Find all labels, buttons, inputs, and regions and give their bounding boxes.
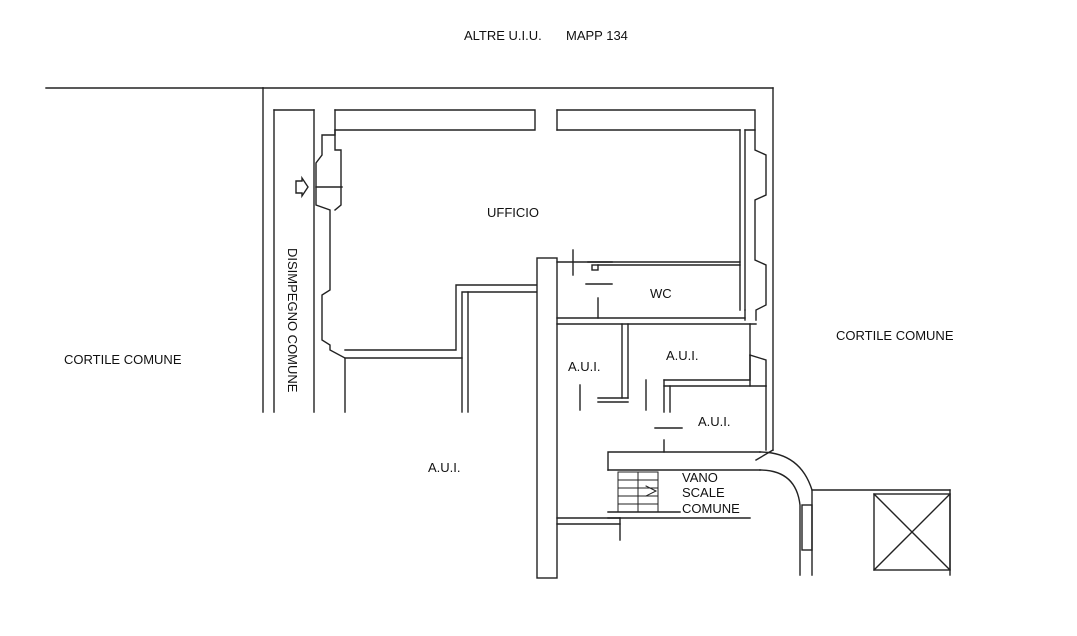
corridor-walls <box>273 109 315 413</box>
stair-label-line2: SCALE <box>682 485 725 500</box>
entrance-arrow-icon <box>295 175 343 199</box>
aui-label-upper-right: A.U.I. <box>666 348 699 363</box>
courtyard-right-label: CORTILE COMUNE <box>836 328 954 343</box>
wc-label: WC <box>650 286 672 301</box>
courtyard-left-label: CORTILE COMUNE <box>64 352 182 367</box>
aui-label-lower-right: A.U.I. <box>698 414 731 429</box>
central-column <box>536 257 558 579</box>
boundary-lines <box>45 87 774 461</box>
header-other-units-label: ALTRE U.I.U. <box>464 28 542 43</box>
office-south-wall <box>344 284 539 413</box>
aui-label-center: A.U.I. <box>568 359 601 374</box>
office-right-wall <box>739 129 767 321</box>
office-left-wall <box>315 109 346 413</box>
stair-label-line1: VANO <box>682 470 718 485</box>
lift-shaft <box>811 489 951 576</box>
office-label: UFFICIO <box>487 205 539 220</box>
aui-label-south: A.U.I. <box>428 460 461 475</box>
header-parcel-label: MAPP 134 <box>566 28 628 43</box>
office-top-wall <box>334 109 756 131</box>
aui-room-walls <box>579 323 767 453</box>
wc-walls <box>556 249 757 325</box>
corridor-label: DISIMPEGNO COMUNE <box>285 248 300 393</box>
stair-steps <box>617 471 659 513</box>
stair-label-line3: COMUNE <box>682 501 740 516</box>
